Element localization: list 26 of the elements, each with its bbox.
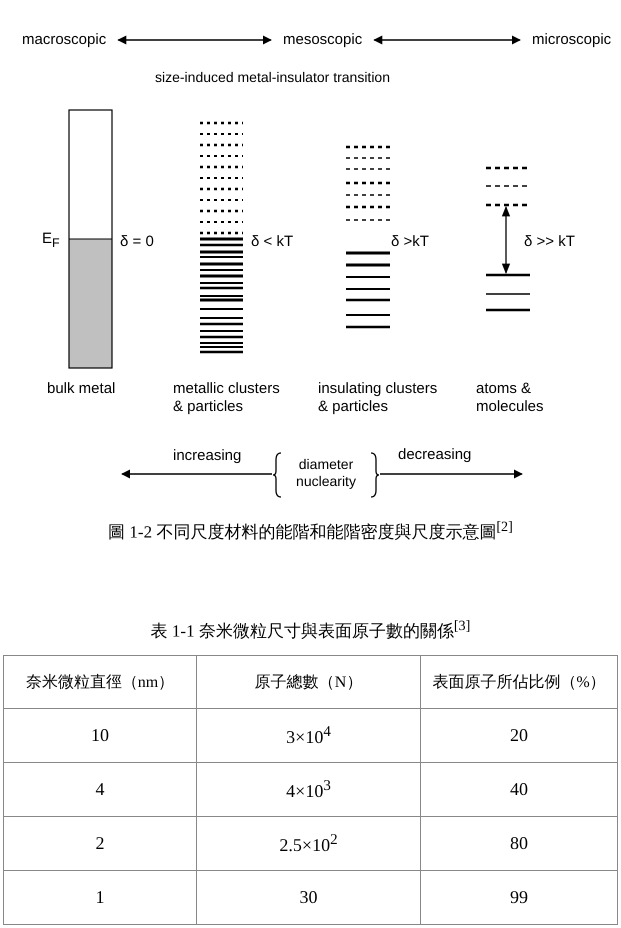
- header-cell: 奈米微粒直徑（nm）: [3, 655, 197, 709]
- braced-label: diameter nuclearity: [272, 452, 380, 498]
- table-cell: 99: [420, 870, 618, 925]
- spacing-label: δ = 0: [120, 233, 154, 251]
- column-label: bulk metal: [47, 380, 116, 398]
- double-arrow: [373, 36, 521, 44]
- spacing-label: δ >> kT: [524, 233, 575, 251]
- figure-caption: 圖 1-2 不同尺度材料的能階和能階密度與尺度示意圖$^{[2]}$: [107, 519, 514, 544]
- arrow: [121, 470, 272, 478]
- transition-label: size-induced metal-insulator transition: [155, 69, 390, 86]
- column-label: atoms & molecules: [476, 380, 545, 416]
- spacing-label: δ >kT: [391, 233, 429, 251]
- table-cell: 1: [3, 870, 197, 925]
- column-label: insulating clusters & particles: [318, 380, 438, 416]
- scale-label: microscopic: [532, 31, 612, 49]
- header-cell: 表面原子所佔比例（%）: [420, 655, 618, 709]
- scale-label: macroscopic: [22, 31, 106, 49]
- edge-label: decreasing: [398, 446, 472, 464]
- scale-label: mesoscopic: [283, 31, 362, 49]
- fermi-level-label: E$_{F}$: [42, 230, 60, 251]
- arrow: [380, 470, 523, 478]
- spacing-label: δ < kT: [251, 233, 294, 251]
- table-caption: 表 1-1 奈米微粒尺寸與表面原子數的關係$^{[3]}$: [150, 618, 472, 642]
- edge-label: increasing: [173, 447, 242, 465]
- column-label: metallic clusters & particles: [173, 380, 281, 416]
- double-arrow: [117, 36, 272, 44]
